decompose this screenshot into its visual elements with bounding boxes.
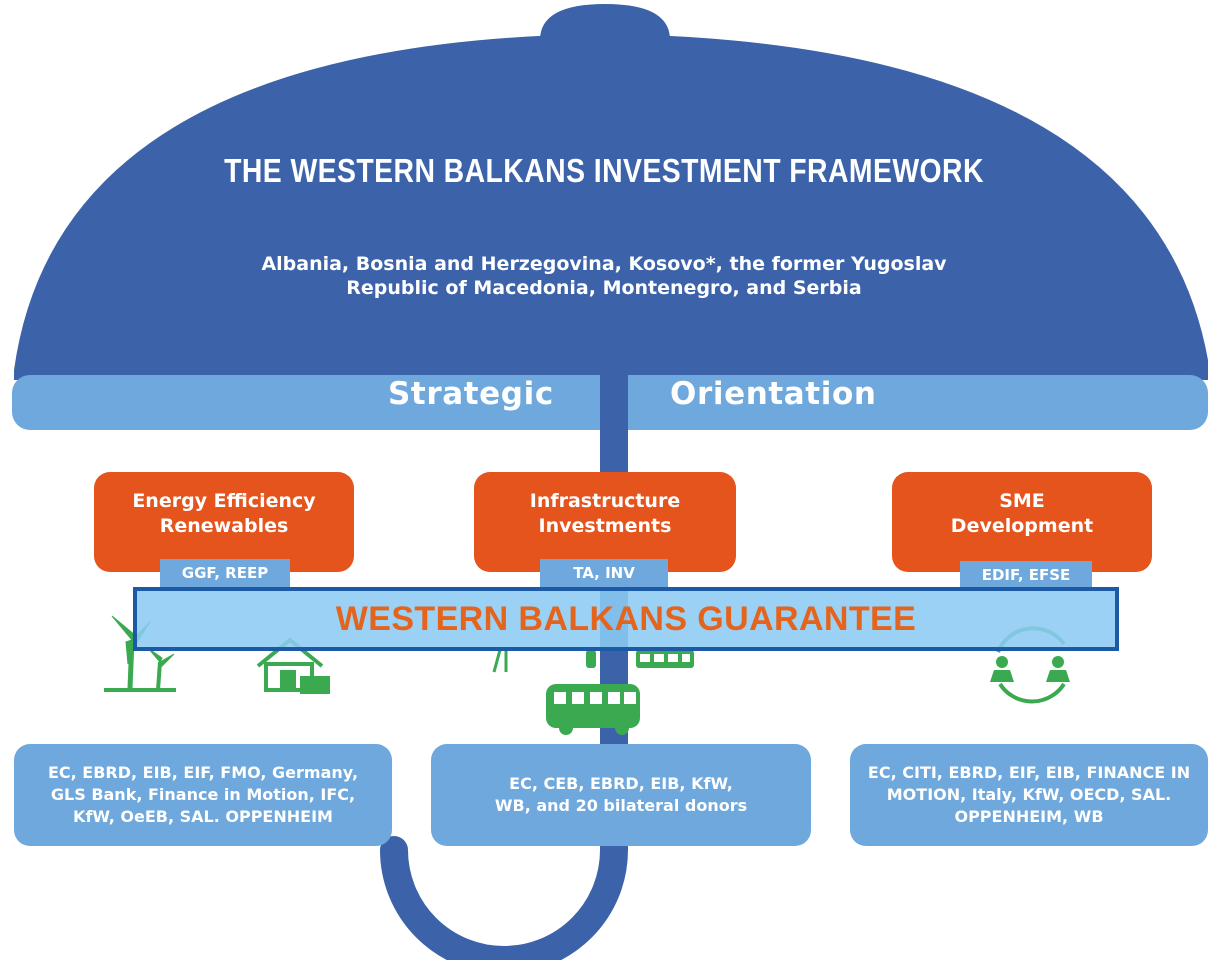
pillar-title-line-2: Development	[950, 515, 1094, 537]
pillar-tag-edif-efse: EDIF, EFSE	[960, 561, 1092, 589]
western-balkans-guarantee-banner: WESTERN BALKANS GUARANTEE	[133, 587, 1119, 651]
umbrella-canopy	[14, 34, 1208, 380]
lightbulb-icon	[586, 650, 596, 668]
train-icon	[636, 650, 694, 668]
strip-label-strategic: Strategic	[388, 376, 554, 412]
pillar-tag-ta-inv: TA, INV	[540, 559, 668, 587]
donor-line: EC, CEB, EBRD, EIB, KfW,	[509, 774, 733, 793]
donor-line: GLS Bank, Finance in Motion, IFC,	[50, 785, 356, 804]
pillar-infrastructure: Infrastructure Investments	[474, 472, 736, 572]
donors-infrastructure: EC, CEB, EBRD, EIB, KfW, WB, and 20 bila…	[431, 744, 811, 846]
country-list: Albania, Bosnia and Herzegovina, Kosovo*…	[150, 252, 1058, 300]
house-icon	[256, 637, 330, 694]
pillar-title-line-2: Investments	[538, 515, 672, 537]
pillar-title-line-2: Renewables	[159, 515, 289, 537]
donor-line: OPPENHEIM, WB	[954, 807, 1104, 826]
donor-line: MOTION, Italy, KfW, OECD, SAL.	[886, 785, 1172, 804]
donors-energy-efficiency: EC, EBRD, EIB, EIF, FMO, Germany, GLS Ba…	[14, 744, 392, 846]
street-lamp-icon	[492, 649, 508, 673]
donor-line: KfW, OeEB, SAL. OPPENHEIM	[73, 807, 333, 826]
strip-label-orientation: Orientation	[670, 376, 877, 412]
donors-sme-development: EC, CITI, EBRD, EIF, EIB, FINANCE IN MOT…	[850, 744, 1208, 846]
pillar-title-line-1: Energy Efficiency	[132, 490, 316, 512]
donor-line: WB, and 20 bilateral donors	[494, 796, 748, 815]
framework-title: THE WESTERN BALKANS INVESTMENT FRAMEWORK	[224, 152, 984, 189]
country-list-line-1: Albania, Bosnia and Herzegovina, Kosovo*…	[261, 253, 947, 275]
pillar-sme-development: SME Development	[892, 472, 1152, 572]
country-list-line-2: Republic of Macedonia, Montenegro, and S…	[346, 277, 862, 299]
pillar-energy-efficiency: Energy Efficiency Renewables	[94, 472, 354, 572]
pillar-tag-ggf-reep: GGF, REEP	[160, 559, 290, 587]
pillar-title-line-1: Infrastructure	[529, 490, 681, 512]
donor-line: EC, EBRD, EIB, EIF, FMO, Germany,	[47, 763, 359, 782]
pillar-title-line-1: SME	[999, 490, 1045, 512]
umbrella-top-knob	[540, 4, 670, 40]
donor-line: EC, CITI, EBRD, EIF, EIB, FINANCE IN	[867, 763, 1191, 782]
bus-icon	[546, 684, 640, 735]
